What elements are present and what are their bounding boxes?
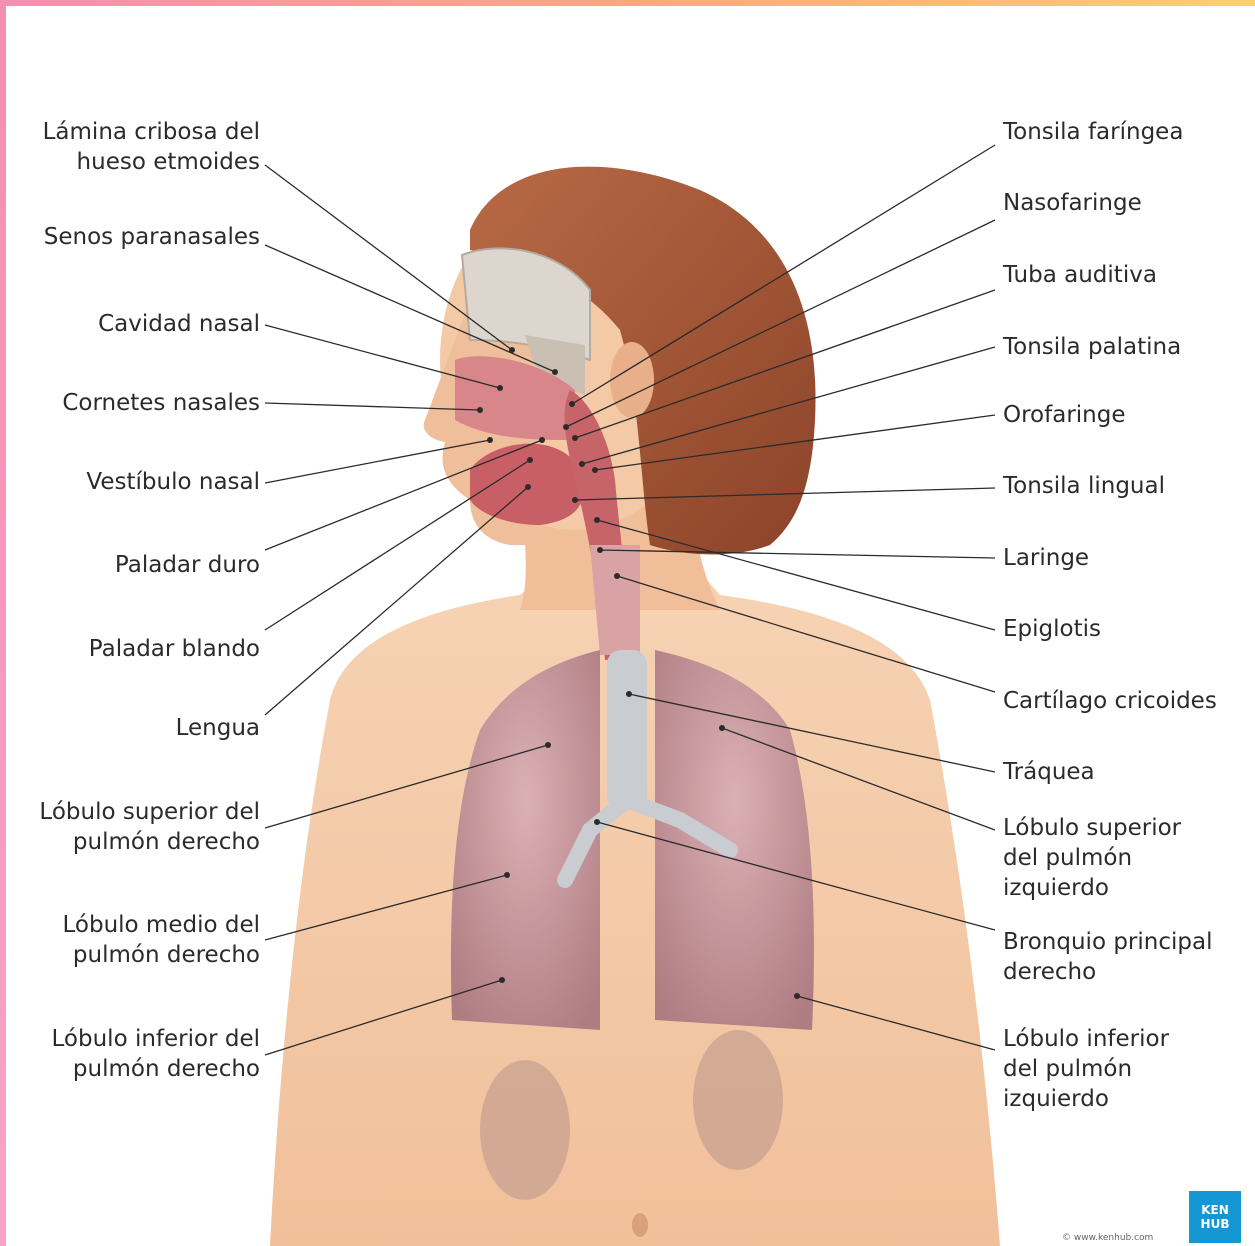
label-epiglotis: Epiglotis [1003, 614, 1101, 644]
navel [632, 1213, 648, 1237]
label-paladar-blando: Paladar blando [89, 634, 260, 664]
left-kidney [693, 1030, 783, 1170]
label-cavidad-nasal: Cavidad nasal [98, 309, 260, 339]
label-vestibulo-nasal: Vestíbulo nasal [86, 467, 260, 497]
label-cornetes-nasales: Cornetes nasales [62, 388, 260, 418]
label-traquea: Tráquea [1003, 757, 1095, 787]
label-senos-paranasales: Senos paranasales [44, 222, 260, 252]
label-tuba-auditiva: Tuba auditiva [1003, 260, 1157, 290]
label-tonsila-faringea: Tonsila faríngea [1003, 117, 1183, 147]
label-paladar-duro: Paladar duro [115, 550, 260, 580]
copyright-credit: © www.kenhub.com [1062, 1233, 1153, 1243]
right-kidney [480, 1060, 570, 1200]
label-cartilago-cricoides: Cartílago cricoides [1003, 686, 1217, 716]
label-orofaringe: Orofaringe [1003, 400, 1126, 430]
label-nasofaringe: Nasofaringe [1003, 188, 1142, 218]
trachea [607, 650, 647, 810]
label-lengua: Lengua [176, 713, 260, 743]
label-tonsila-palatina: Tonsila palatina [1003, 332, 1181, 362]
ear [610, 342, 654, 418]
label-tonsila-lingual: Tonsila lingual [1003, 471, 1165, 501]
kenhub-logo: KEN HUB [1189, 1191, 1241, 1243]
label-laringe: Laringe [1003, 543, 1089, 573]
